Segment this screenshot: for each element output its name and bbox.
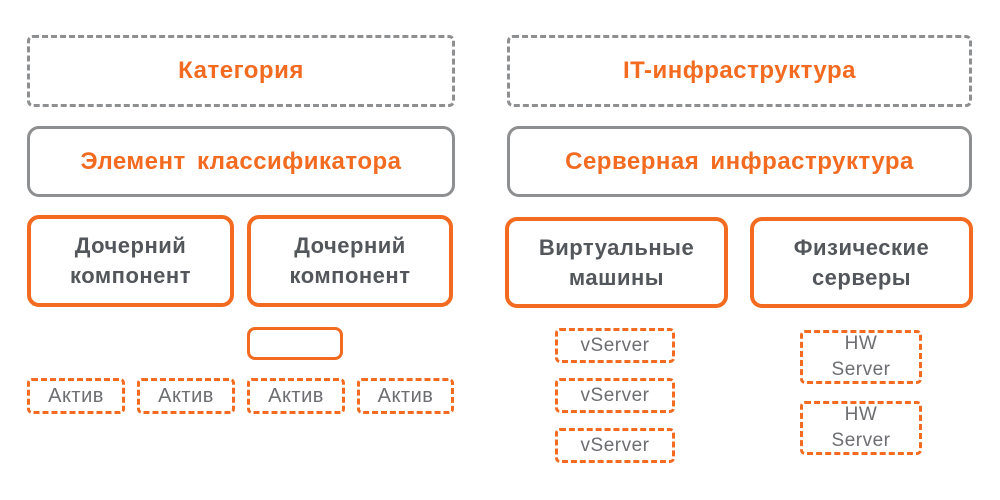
vserver-label: vServer: [580, 334, 650, 356]
classifier-element-box: Элемент классификатора: [27, 126, 455, 197]
child-component-label: Дочерний компонент: [70, 233, 191, 288]
child-component-box: Дочерний компонент: [247, 215, 453, 307]
asset-box: Актив: [137, 378, 235, 414]
vserver-label: vServer: [580, 384, 650, 406]
asset-label: Актив: [158, 384, 214, 407]
asset-box: Актив: [247, 378, 345, 414]
it-infrastructure-box: IT-инфраструктура: [507, 35, 972, 107]
hw-server-label: HW Server: [831, 333, 891, 380]
category-label: Категория: [178, 57, 304, 84]
empty-component-box: [247, 327, 343, 360]
hw-server-label: HW Server: [831, 404, 891, 451]
physical-servers-box: Физические серверы: [750, 217, 973, 308]
hw-server-box: HW Server: [800, 330, 922, 384]
virtual-machines-label: Виртуальные машины: [538, 234, 695, 290]
asset-box: Актив: [27, 378, 125, 414]
vserver-box: vServer: [555, 328, 675, 363]
virtual-machines-box: Виртуальные машины: [505, 217, 728, 308]
hw-server-box: HW Server: [800, 401, 922, 455]
asset-label: Актив: [377, 384, 434, 407]
vserver-box: vServer: [555, 428, 675, 463]
child-component-label: Дочерний компонент: [289, 233, 411, 288]
category-box: Категория: [27, 35, 455, 107]
asset-label: Актив: [48, 384, 104, 407]
classifier-element-label: Элемент классификатора: [80, 147, 402, 175]
child-component-box: Дочерний компонент: [27, 215, 234, 307]
physical-servers-label: Физические серверы: [793, 234, 930, 290]
vserver-label: vServer: [580, 434, 650, 456]
vserver-box: vServer: [555, 378, 675, 413]
asset-box: Актив: [357, 378, 454, 414]
it-infrastructure-label: IT-инфраструктура: [623, 57, 856, 84]
server-infrastructure-label: Серверная инфраструктура: [565, 147, 914, 175]
server-infrastructure-box: Серверная инфраструктура: [507, 126, 972, 197]
asset-label: Актив: [268, 384, 324, 407]
